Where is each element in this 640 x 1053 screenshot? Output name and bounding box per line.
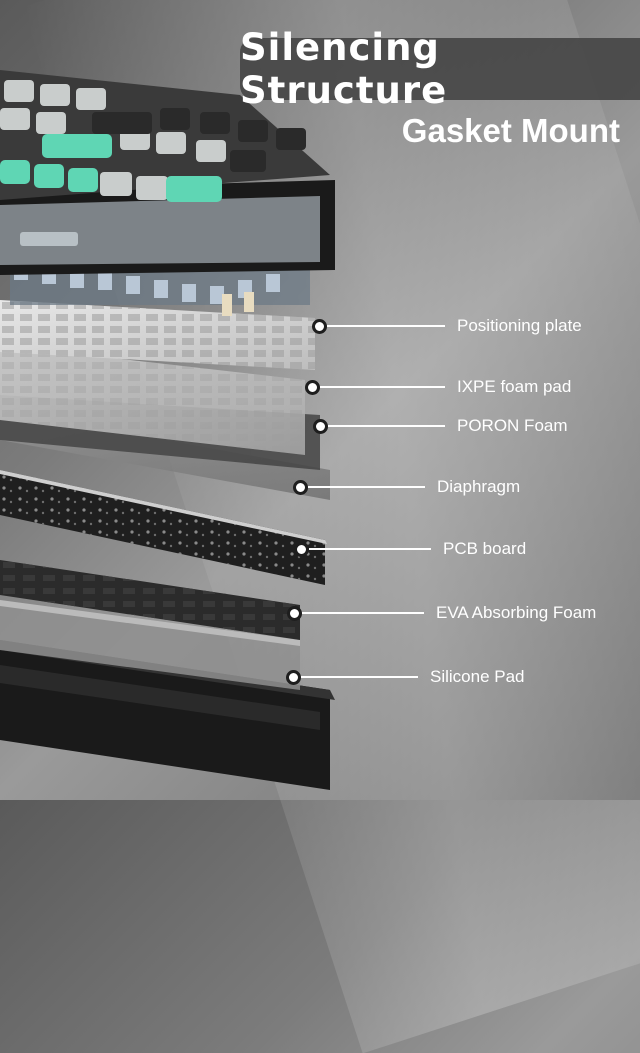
positioning-plate — [0, 300, 315, 370]
exploded-keyboard-illustration — [0, 70, 335, 790]
page-subtitle: Gasket Mount — [401, 112, 620, 149]
callout-eva-absorbing-foam: EVA Absorbing Foam — [287, 603, 596, 623]
callout-positioning-plate: Positioning plate — [312, 316, 582, 336]
callout-silicone-pad: Silicone Pad — [286, 667, 525, 687]
callout-dot — [312, 318, 327, 334]
callout-diaphragm: Diaphragm — [293, 477, 520, 497]
title-banner: Silencing Structure — [240, 26, 640, 112]
callout-label: PCB board — [443, 539, 527, 558]
callout-line — [308, 486, 425, 488]
callout-poron-foam: PORON Foam — [313, 416, 568, 436]
callout-dot — [313, 418, 328, 434]
eva-foam — [0, 560, 300, 640]
silicone-pad — [0, 600, 300, 690]
pcb-board — [0, 470, 327, 585]
callout-dot — [287, 605, 302, 621]
callout-label: Diaphragm — [437, 477, 521, 496]
callout-label: PORON Foam — [457, 416, 568, 435]
top-case — [0, 180, 335, 275]
callout-line — [320, 386, 445, 388]
callout-dot — [294, 541, 309, 557]
callout-ixpe-foam-pad: IXPE foam pad — [305, 377, 571, 397]
callout-line — [327, 325, 445, 327]
callout-label: IXPE foam pad — [457, 377, 572, 396]
callout-label: EVA Absorbing Foam — [436, 603, 597, 622]
page-title: Silencing Structure — [240, 26, 448, 112]
callout-line — [302, 612, 424, 614]
callout-line — [328, 425, 445, 427]
callout-dot — [293, 479, 308, 495]
callout-label: Positioning plate — [457, 316, 582, 335]
ixpe-foam — [0, 345, 305, 455]
callout-dot — [305, 379, 320, 395]
callout-dot — [286, 669, 301, 685]
callout-label: Silicone Pad — [430, 667, 525, 686]
callout-line — [309, 548, 431, 550]
callout-pcb-board: PCB board — [294, 539, 526, 559]
keycaps — [0, 70, 330, 202]
callout-line — [301, 676, 418, 678]
